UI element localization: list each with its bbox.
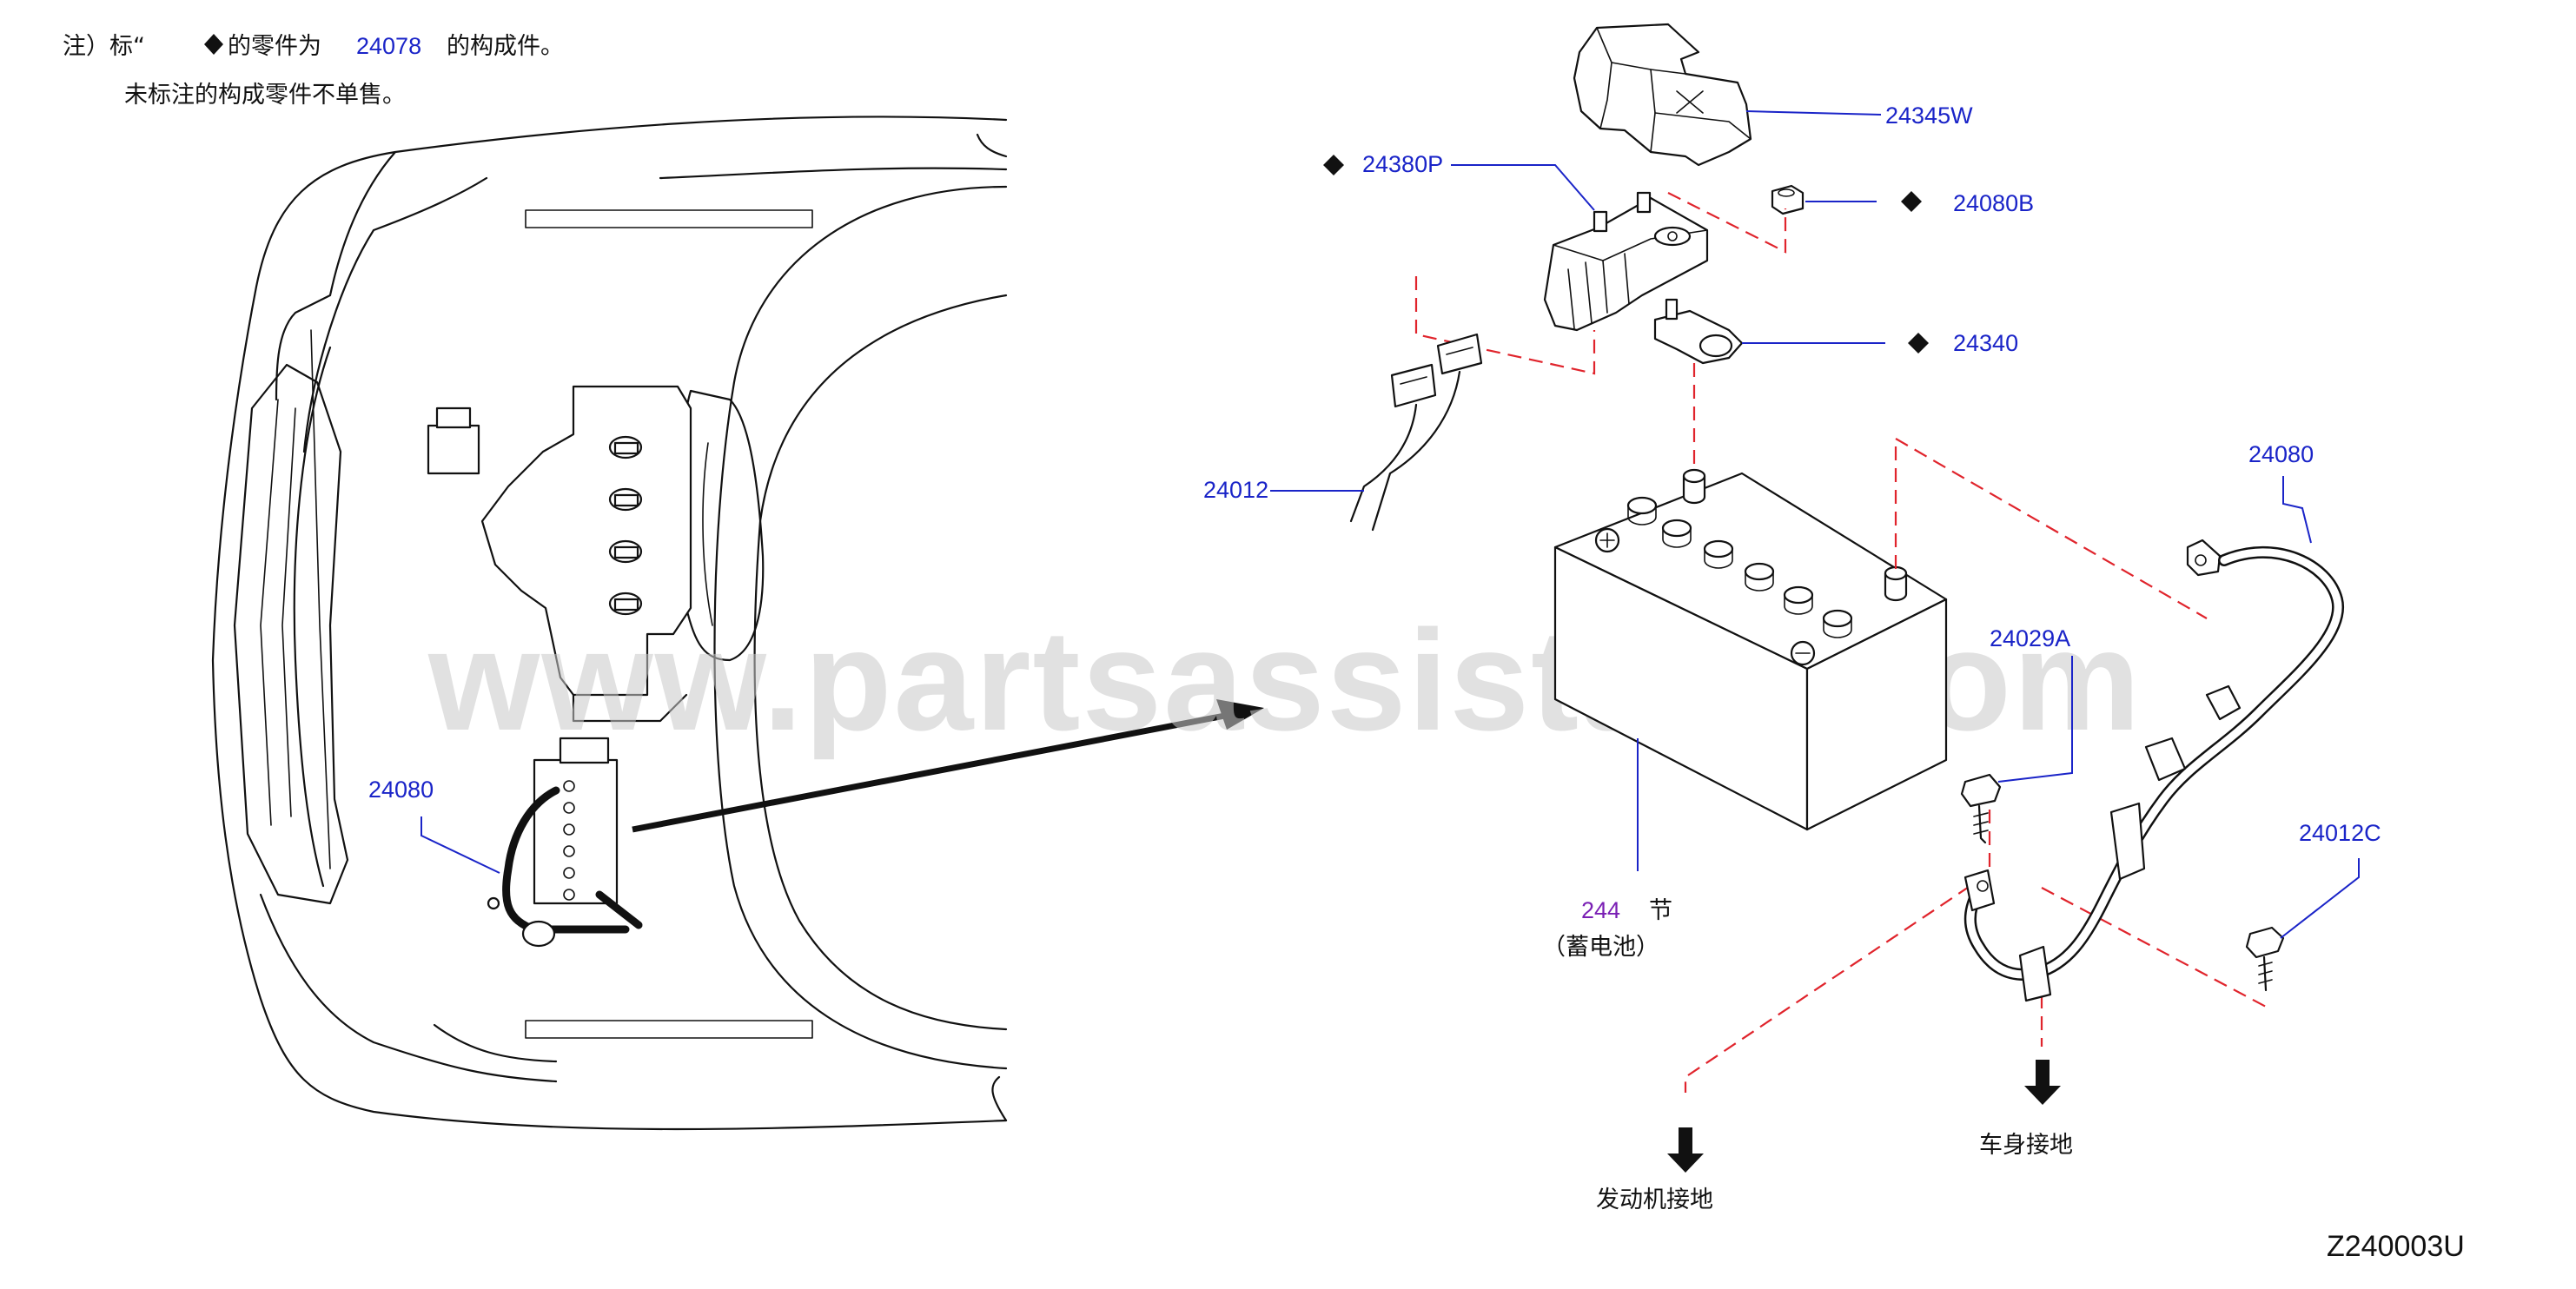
battery-tray xyxy=(533,758,619,905)
callout-24029A: 24029A xyxy=(1990,625,2070,651)
callout-24340: 24340 xyxy=(1953,330,2018,356)
fusible-link xyxy=(1543,191,1709,332)
arrow-right-icon xyxy=(1216,699,1264,730)
harness-connector xyxy=(1349,333,1483,532)
arrow-down-icon xyxy=(2024,1060,2061,1105)
callout-24380P: 24380P xyxy=(1362,151,1443,177)
clip-bolt xyxy=(2245,926,2285,992)
battery-cable xyxy=(1963,539,2345,1002)
callout-24012C: 24012C xyxy=(2299,820,2381,846)
bolt xyxy=(1960,773,2002,844)
callout-244: 244 xyxy=(1581,897,1620,923)
battery-exploded-view: 24345W 24380P 24080B xyxy=(1203,23,2381,1213)
note-line1-prefix: 注）标“ xyxy=(63,33,145,60)
arrow-down-icon xyxy=(1667,1127,1704,1173)
engine-cylinders xyxy=(608,435,643,616)
diamond-icon xyxy=(1323,155,1344,175)
battery-terminal-posts xyxy=(1682,468,1908,602)
callout-24080B: 24080B xyxy=(1953,190,2034,216)
callout-24345W: 24345W xyxy=(1885,102,1973,129)
callout-24080-left: 24080 xyxy=(368,777,434,803)
engine-ground-label: 发动机接地 xyxy=(1596,1187,1713,1213)
battery-name: （蓄电池） xyxy=(1542,934,1659,961)
diamond-icon xyxy=(204,34,223,55)
header-notes: 注）标“ 的零件为 24078 的构成件。 未标注的构成零件不单售。 xyxy=(63,33,564,109)
battery-terminal xyxy=(1653,298,1744,365)
battery xyxy=(1553,468,1948,831)
note-line1-suffix: 的构成件。 xyxy=(447,33,564,60)
callout-24080-right: 24080 xyxy=(2248,441,2314,467)
terminal-cover xyxy=(1573,23,1752,167)
diagram-code: Z240003U xyxy=(2327,1230,2465,1263)
battery-caps xyxy=(1594,496,1853,666)
tray-holes xyxy=(563,780,575,901)
body-ground-label: 车身接地 xyxy=(1979,1132,2073,1159)
callout-24012: 24012 xyxy=(1203,477,1268,503)
note-line1-middle: 的零件为 xyxy=(228,33,321,60)
note-line2: 未标注的构成零件不单售。 xyxy=(124,82,406,109)
diamond-icon xyxy=(1901,191,1922,212)
nut xyxy=(1771,184,1805,215)
vehicle-outline: 24080 xyxy=(211,116,1264,1131)
note-part-number: 24078 xyxy=(356,33,421,59)
battery-section: 节 xyxy=(1649,897,1672,924)
diamond-icon xyxy=(1908,333,1929,354)
